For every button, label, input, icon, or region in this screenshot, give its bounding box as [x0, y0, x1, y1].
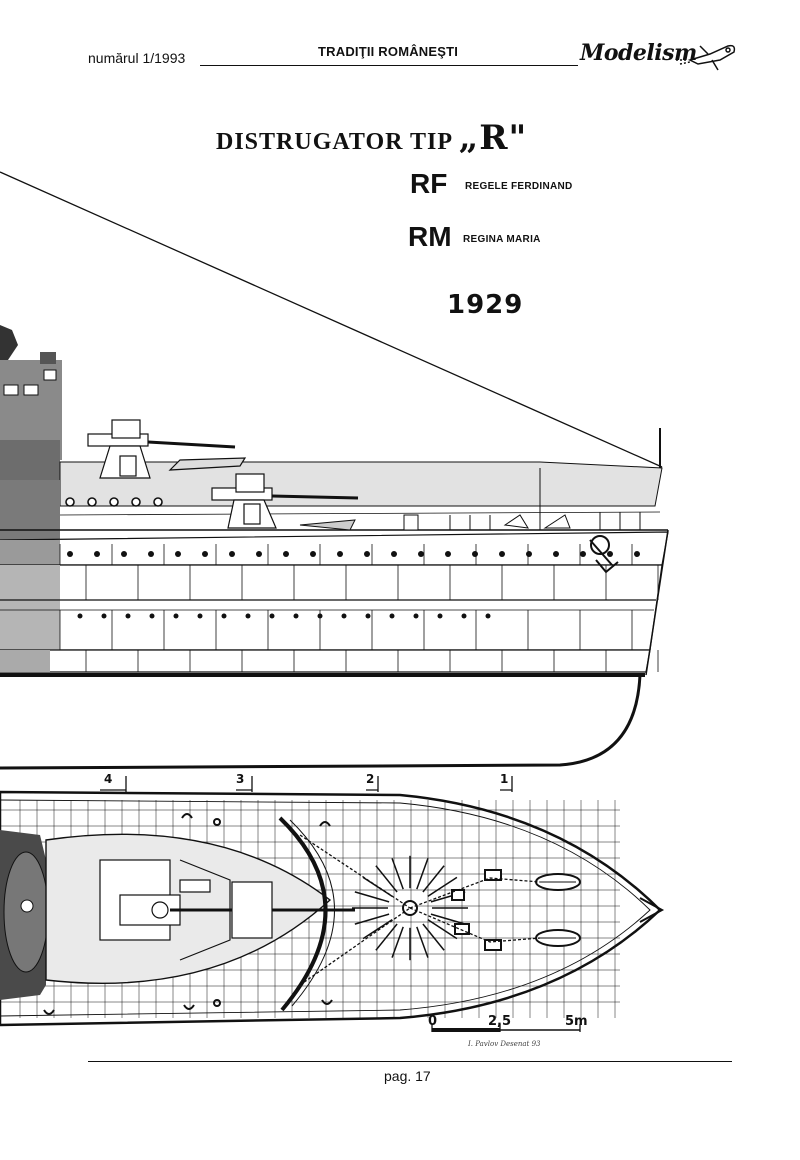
stay-wire	[0, 171, 663, 468]
ship-name-rf: REGELE FERDINAND	[465, 181, 573, 192]
scale-label-zero: 0	[428, 1014, 438, 1029]
title-prefix: DISTRUGATOR TIP	[216, 129, 452, 155]
scale-label-mid: 2,5	[488, 1014, 512, 1029]
scale-bar	[431, 1024, 581, 1032]
section-title: TRADIŢII ROMÂNEŞTI	[318, 44, 459, 59]
side-profile	[0, 325, 669, 770]
ship-name-rm: REGINA MARIA	[463, 234, 541, 245]
draftsman-signature: I. Pavlov Desenat 93	[468, 1040, 541, 1048]
title-type-letter: „R"	[458, 118, 528, 158]
plan-view	[0, 790, 665, 1027]
issue-number: numărul 1/1993	[88, 50, 186, 66]
station-label-4: 4	[104, 772, 113, 786]
station-markers	[100, 776, 513, 792]
gun-mount-forward-low	[211, 473, 359, 529]
station-label-3: 3	[236, 772, 245, 786]
year-label: 1929	[447, 290, 524, 320]
hull-plating-grid	[59, 497, 659, 672]
station-label-1: 1	[500, 772, 509, 786]
ship-code-rm: RM	[408, 221, 452, 252]
page-number: pag. 17	[384, 1068, 431, 1084]
header-rule	[200, 65, 578, 66]
ship-code-rf: RF	[410, 168, 448, 199]
scale-label-end: 5m	[565, 1014, 588, 1029]
drawing-title: DISTRUGATOR TIP „R"	[216, 118, 527, 158]
footer-rule	[88, 1061, 732, 1062]
gun-mount-forward-high	[87, 419, 247, 479]
station-label-2: 2	[366, 772, 375, 786]
